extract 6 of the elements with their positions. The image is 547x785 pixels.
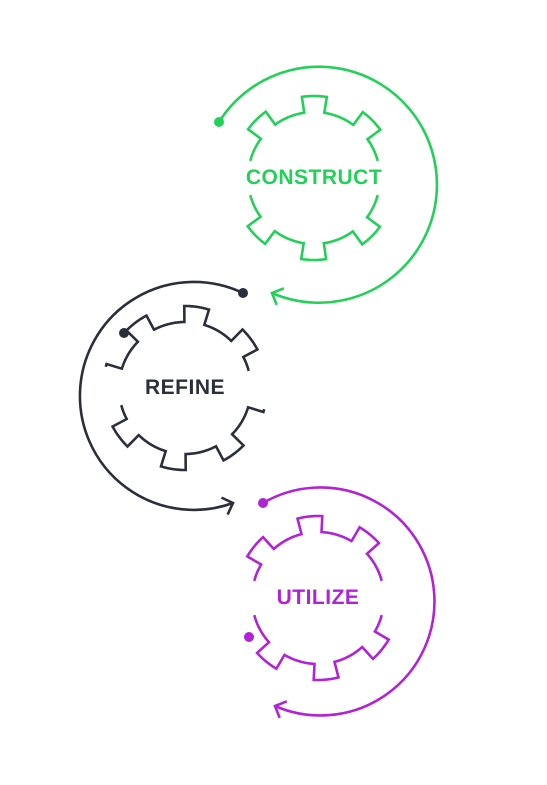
cycle-arrow	[78, 280, 248, 516]
stage-label: CONSTRUCT	[246, 166, 382, 190]
cycle-arrow	[214, 65, 438, 306]
cycle-arrow	[258, 486, 436, 719]
stage-label: UTILIZE	[276, 586, 360, 610]
stage-label: REFINE	[144, 376, 225, 400]
